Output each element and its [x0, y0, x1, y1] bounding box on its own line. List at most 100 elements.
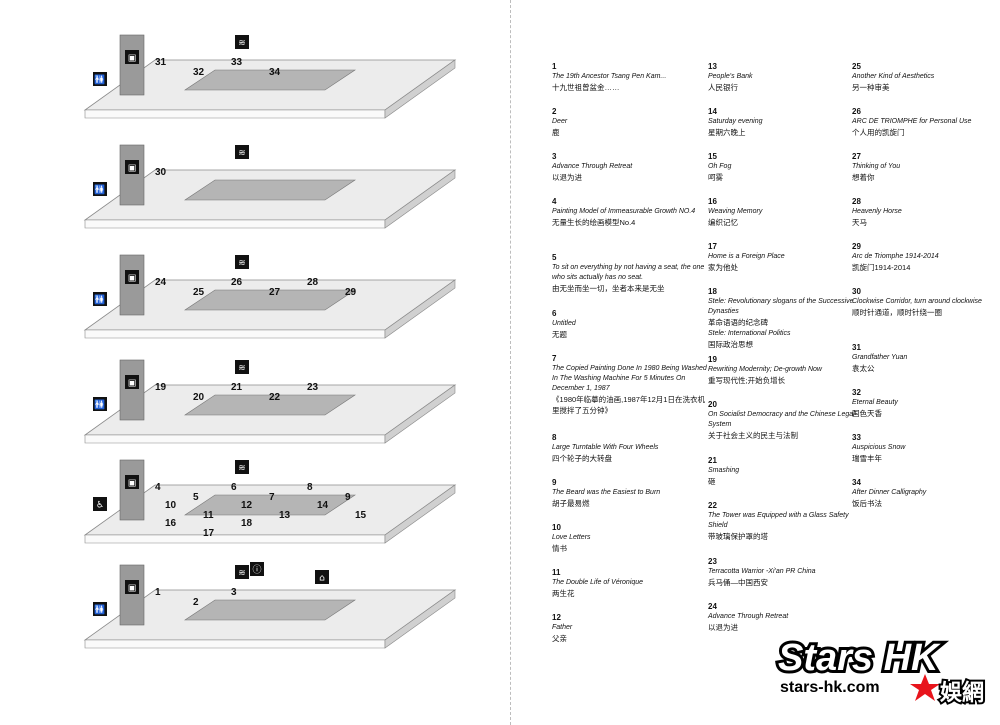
svg-text:≋: ≋	[238, 364, 246, 374]
entry-number: 32	[852, 388, 861, 397]
svg-text:▣: ▣	[128, 274, 137, 284]
entry-number: 30	[852, 287, 861, 296]
entry-title-en: Terracotta Warrior -Xi'an PR China	[708, 568, 816, 575]
floor-label: 29	[345, 287, 357, 298]
floor-label: 12	[241, 500, 253, 511]
page-divider	[510, 0, 511, 725]
entry-number: 4	[552, 197, 557, 206]
entry-title-zh: 想着你	[852, 173, 875, 182]
toilet-icon: 🚻	[93, 72, 107, 86]
svg-text:▣: ▣	[128, 54, 137, 64]
floor-edge	[84, 639, 386, 649]
floor-edge	[84, 329, 386, 339]
entry-number: 31	[852, 343, 861, 352]
stair-core	[119, 459, 145, 521]
stair-core	[119, 144, 145, 206]
svg-text:♿: ♿	[96, 501, 104, 511]
gallery-wall	[184, 494, 356, 516]
entry-number: 1	[552, 62, 557, 71]
svg-text:⌂: ⌂	[319, 574, 325, 584]
floor-label: 22	[269, 392, 281, 403]
entry-title-en: Father	[552, 624, 573, 631]
entry-title-en: Smashing	[708, 467, 740, 474]
floor-side	[384, 169, 456, 229]
svg-text:🚻: 🚻	[94, 604, 105, 616]
svg-text:≋: ≋	[238, 569, 246, 579]
floor-label: 32	[193, 67, 205, 78]
entry-number: 29	[852, 242, 861, 251]
entry-title-en: Eternal Beauty	[852, 399, 898, 406]
entry-title-en: Love Letters	[552, 534, 591, 541]
floor-label: 1	[155, 587, 161, 598]
entry-number: 27	[852, 152, 861, 161]
entry-title-en: Another Kind of Aesthetics	[852, 73, 935, 80]
entry-title-zh: 顺时针通道，顺时针绕一圈	[852, 308, 942, 317]
entry-title-en: After Dinner Calligraphy	[852, 489, 927, 496]
floor-label: 14	[317, 500, 329, 511]
entry-title-en: Saturday evening	[708, 118, 763, 125]
svg-text:🚻: 🚻	[94, 294, 105, 306]
entry-number: 7	[552, 354, 557, 363]
gift-shop-icon: ⌂	[315, 570, 329, 584]
entry-number: 25	[852, 62, 861, 71]
entry-title-en: The Tower was Equipped with a Glass Safe…	[708, 512, 849, 529]
floor-label: 33	[231, 57, 243, 68]
entry-title-zh: 鹿	[552, 128, 560, 137]
svg-text:🚻: 🚻	[94, 74, 105, 86]
entry-title-en: Advance Through Retreat	[552, 163, 633, 170]
entry-title-zh: 两生花	[552, 589, 575, 598]
stair-core	[119, 359, 145, 421]
stair-core	[119, 34, 145, 96]
entry-title-en: The Double Life of Véronique	[552, 579, 644, 586]
floor-label: 21	[231, 382, 243, 393]
entry-title-en: Stele: Revolutionary slogans of the Succ…	[708, 298, 854, 315]
entry-number: 19	[708, 355, 717, 364]
entry-title-en: Painting Model of Immeasurable Growth NO…	[552, 208, 696, 215]
floor-label: 5	[193, 492, 199, 503]
entry-title-en: Clockwise Corridor, turn around clockwis…	[852, 298, 982, 305]
entry-title-en: The 19th Ancestor Tsang Pen Kam...	[552, 73, 667, 80]
entry-title-en: People's Bank	[708, 73, 753, 80]
entry-number: 9	[552, 478, 557, 487]
isometric-floor-plan: ▣≋🚻31323334▣≋🚻30▣≋🚻242526272829▣≋🚻192021…	[83, 34, 457, 649]
entry-title-zh: 国色天香	[852, 409, 882, 418]
entry-number: 2	[552, 107, 557, 116]
toilet-icon: 🚻	[93, 602, 107, 616]
entry-title-zh: 胡子最易燃	[552, 499, 590, 508]
entry-title-en: Weaving Memory	[708, 208, 763, 215]
entry-title-zh: 关于社会主义的民主与法制	[708, 431, 798, 440]
entry-title-en: Grandfather Yuan	[852, 354, 908, 361]
entry-title-zh-2: 国际政治思想	[708, 340, 753, 349]
stair-core	[119, 254, 145, 316]
entry-title-en: The Beard was the Easiest to Burn	[552, 489, 661, 496]
floor-edge	[84, 534, 386, 544]
entry-title-en: Home is a Foreign Place	[708, 253, 785, 260]
logo-title: Stars HK	[778, 637, 941, 679]
floor-f1: ▣≋🚻ⓘ⌂123	[83, 562, 457, 649]
entry-title-zh: 由无坐而坐一切，坐者本来是无坐	[552, 284, 665, 293]
entry-title-zh: 凯旋门1914-2014	[852, 263, 911, 272]
entry-number: 20	[708, 400, 717, 409]
entry-number: 3	[552, 152, 557, 161]
gallery-wall	[184, 69, 356, 91]
entry-number: 8	[552, 433, 557, 442]
gallery-wall	[184, 289, 356, 311]
floor-edge	[84, 109, 386, 119]
elevator-icon: ▣	[125, 475, 139, 489]
svg-text:▣: ▣	[128, 584, 137, 594]
